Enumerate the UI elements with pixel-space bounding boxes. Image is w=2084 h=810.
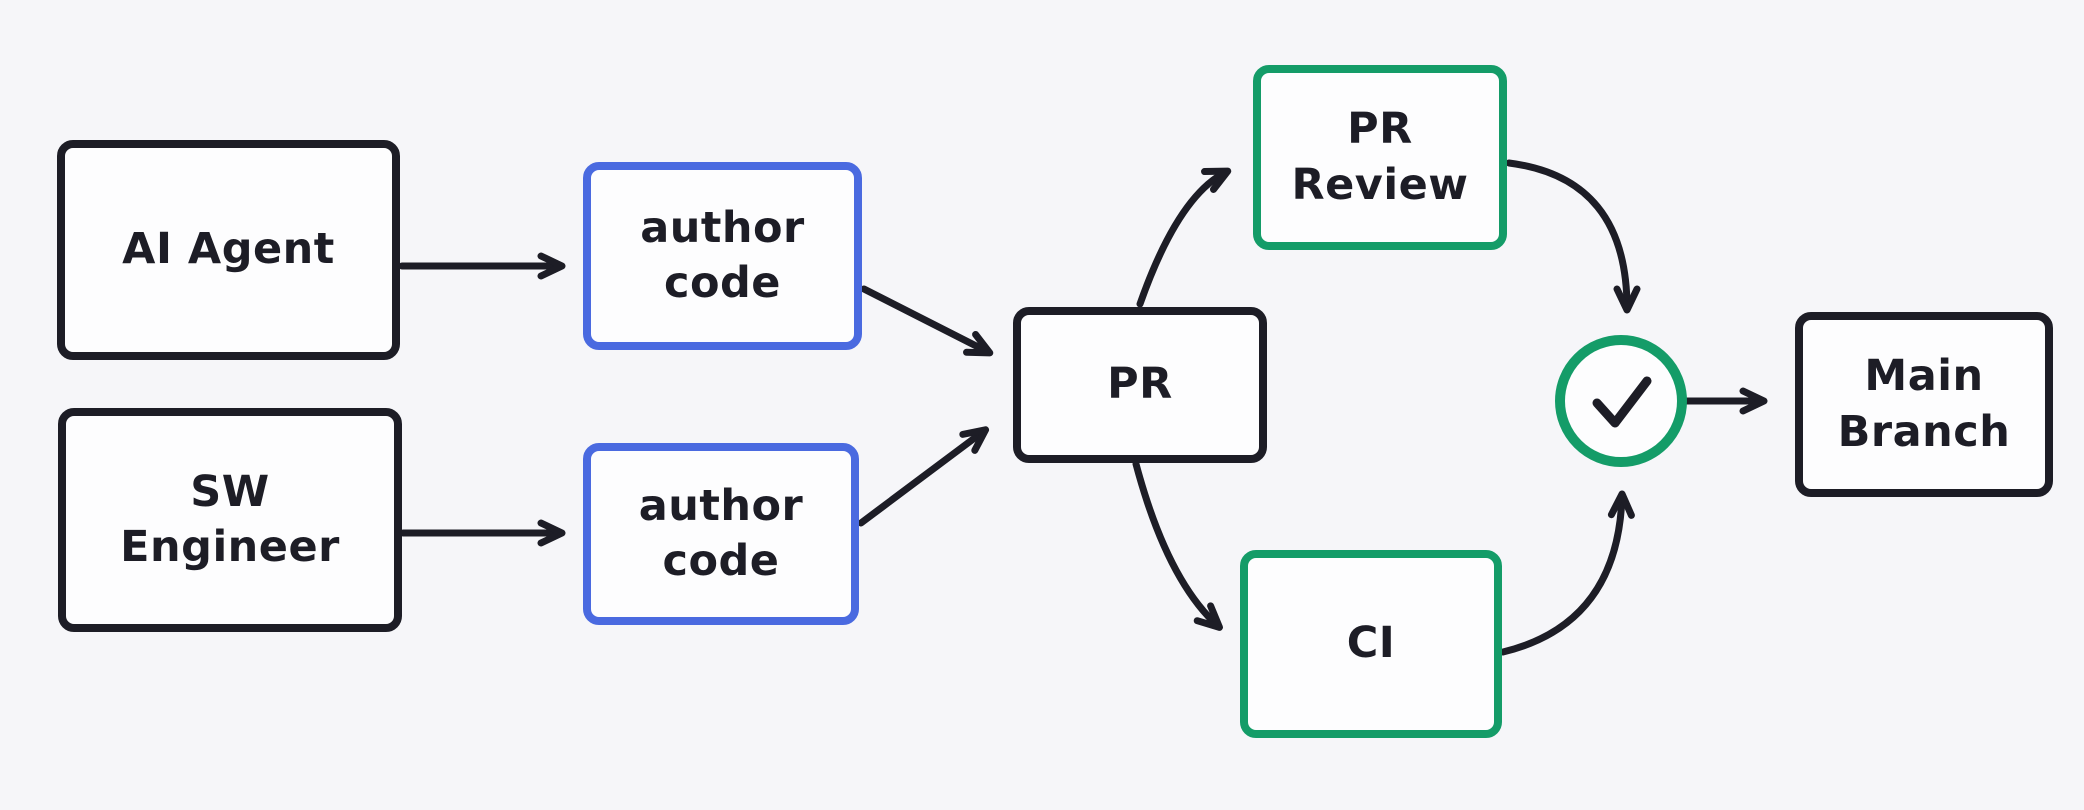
arrow-pr-to-pr-review (1136, 167, 1232, 308)
node-author-code-bottom: author code (583, 443, 859, 625)
node-label-line: code (664, 258, 781, 308)
node-label-line: PR (1107, 359, 1173, 410)
check-icon (1592, 376, 1652, 428)
node-label-line: SW (190, 466, 270, 517)
approved-check-circle (1555, 335, 1687, 467)
node-label-line: Engineer (120, 522, 340, 572)
arrow-pr-to-ci (1132, 460, 1223, 631)
arrow-author-code-bottom-to-pr (857, 426, 990, 527)
node-label-line: Review (1291, 159, 1469, 210)
node-sw-engineer: SW Engineer (58, 408, 402, 632)
node-label-line: AI Agent (122, 224, 335, 275)
node-pr: PR (1013, 307, 1267, 463)
node-main-branch: Main Branch (1795, 312, 2053, 497)
arrow-ci-to-check (1499, 490, 1635, 656)
node-ci: CI (1240, 550, 1502, 738)
node-label-line: Main (1864, 351, 1984, 402)
node-ai-agent: AI Agent (57, 140, 400, 360)
node-label-line: author (638, 480, 804, 531)
node-author-code-top: author code (583, 162, 862, 350)
arrow-pr-review-to-check (1505, 159, 1641, 314)
node-pr-review: PR Review (1253, 65, 1507, 250)
node-label-line: Branch (1837, 406, 2011, 457)
node-label-line: PR (1347, 104, 1413, 155)
node-label-line: CI (1346, 618, 1396, 669)
node-label-line: code (662, 536, 780, 586)
arrow-author-code-top-to-pr (860, 285, 994, 357)
node-label-line: author (640, 202, 805, 253)
